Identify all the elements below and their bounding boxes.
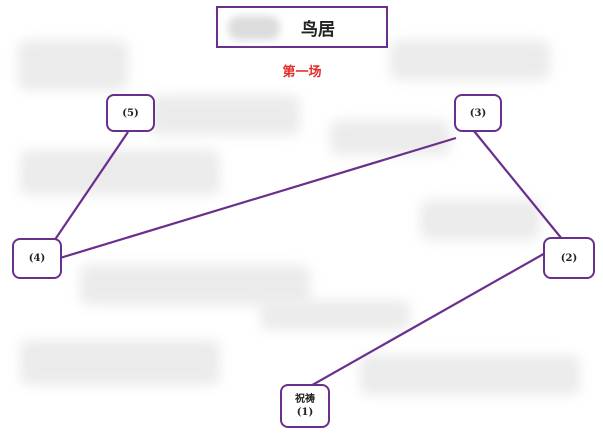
edge-4-5: [51, 131, 129, 245]
blurred-watermark: [390, 40, 550, 80]
blurred-watermark: [330, 120, 450, 155]
blurred-watermark: [20, 150, 220, 195]
edge-1-2: [306, 251, 548, 389]
subtitle: 第一场: [282, 65, 322, 80]
node-5: (5): [106, 94, 155, 132]
node-label: 祝祷: [295, 394, 315, 405]
title-box: 鸟居: [216, 6, 388, 48]
node-4: (4): [12, 238, 62, 279]
blurred-watermark: [150, 95, 300, 135]
node-label: (4): [28, 253, 46, 264]
title: 鸟居: [301, 19, 335, 40]
node-3: (3): [454, 94, 502, 132]
blurred-watermark: [20, 340, 220, 385]
blurred-title-prefix: [228, 16, 280, 40]
blurred-watermark: [18, 40, 128, 90]
node-2: (2): [543, 237, 595, 279]
node-label: (5): [122, 107, 139, 119]
edge-2-3: [473, 130, 563, 240]
blurred-watermark: [80, 265, 310, 305]
node-label: (3): [469, 107, 487, 119]
blurred-watermark: [260, 300, 410, 330]
node-label: (2): [560, 252, 578, 264]
blurred-watermark: [360, 355, 580, 395]
blurred-watermark: [420, 200, 540, 240]
edge-3-4: [59, 136, 457, 260]
node-sublabel: (1): [296, 407, 314, 418]
node-1: 祝祷 (1): [280, 384, 330, 428]
